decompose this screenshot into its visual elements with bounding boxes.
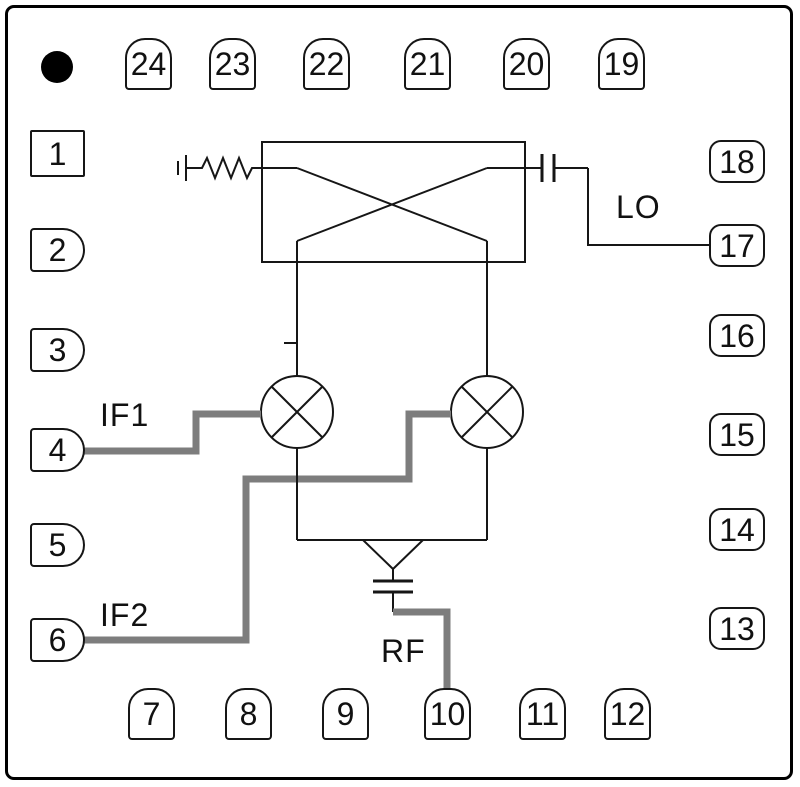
pin-13: 13 [709,607,765,650]
pin-3: 3 [30,328,85,372]
pin-8: 8 [225,688,272,740]
pin-20: 20 [503,38,550,90]
pin-18: 18 [709,140,765,183]
pin-21: 21 [404,38,451,90]
rf-capacitor-icon [373,579,413,612]
rf-label: RF [381,633,426,669]
pin-16: 16 [709,314,765,357]
pin-11: 11 [519,688,566,740]
if1-trace [82,410,261,455]
if1-label: IF1 [100,397,150,433]
pin-2: 2 [30,228,85,272]
pin-22: 22 [303,38,350,90]
pin-1: 1 [30,130,85,177]
pin-5: 5 [30,523,85,567]
balun-cross-lines [262,167,525,376]
if2-label: IF2 [100,597,150,633]
mixer-left-icon [260,375,334,449]
pin-9: 9 [322,688,369,740]
mixer-right-icon [450,375,524,449]
pin1-indicator-dot [41,51,73,83]
pin-12: 12 [604,688,651,740]
pin-23: 23 [209,38,256,90]
pin-24: 24 [125,38,172,90]
combiner-lines [296,448,488,580]
lo-label: LO [616,189,661,225]
ground-icon [177,155,187,181]
pin-17: 17 [709,224,765,267]
pin-14: 14 [709,508,765,551]
pin-7: 7 [128,688,175,740]
pin-4: 4 [30,428,85,472]
lo-balun-box [261,141,526,263]
pin-19: 19 [598,38,645,90]
lo-capacitor-icon [525,154,588,182]
pin-15: 15 [709,413,765,456]
lo-trace [587,168,715,246]
resistor-icon [186,155,262,181]
rf-trace [393,608,451,690]
pin-6: 6 [30,618,85,662]
chip-outline [5,5,793,780]
if2-trace [82,410,451,644]
pin-10: 10 [424,688,471,740]
